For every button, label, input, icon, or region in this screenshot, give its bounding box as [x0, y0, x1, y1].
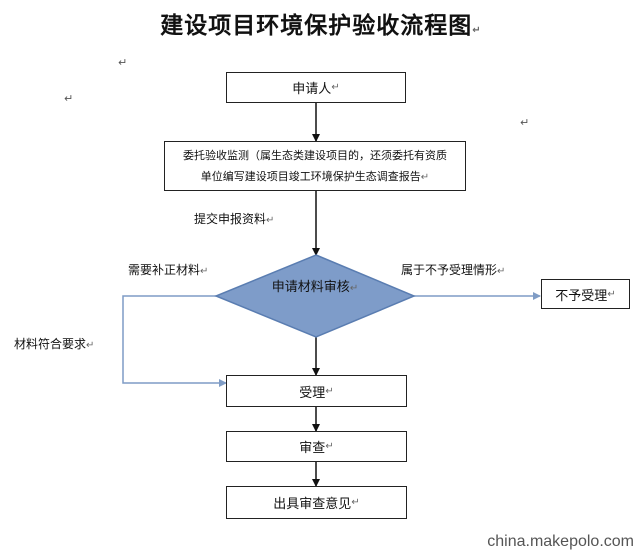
examine-box: 审查↵ [226, 431, 407, 462]
paragraph-mark: ↵ [331, 82, 340, 93]
commission-box: 委托验收监测（属生态类建设项目的，还须委托有资质 单位编写建设项目竣工环境保护生… [164, 141, 466, 191]
commission-line-2: 单位编写建设项目竣工环境保护生态调查报告 [200, 169, 421, 183]
not-accepted-box: 不予受理↵ [541, 279, 630, 309]
review-diamond-label: 申请材料审核↵ [216, 276, 414, 295]
paragraph-mark: ↵ [64, 92, 74, 105]
not-accepted-case-label: 属于不予受理情形↵ [401, 261, 505, 278]
arrow-supplement-loop [122, 295, 227, 387]
paragraph-mark: ↵ [351, 497, 360, 508]
submit-materials-text: 提交申报资料 [194, 212, 267, 226]
page-title: 建设项目环境保护验收流程图↵ [0, 6, 642, 40]
paragraph-mark: ↵ [607, 288, 616, 300]
applicant-box: 申请人↵ [226, 72, 406, 103]
accept-text: 受理 [299, 385, 326, 401]
examine-text: 审查 [299, 441, 326, 456]
applicant-label: 申请人 [292, 82, 332, 97]
review-diamond [214, 254, 416, 338]
paragraph-mark: ↵ [520, 116, 530, 129]
commission-line-1: 委托验收监测（属生态类建设项目的，还须委托有资质 [183, 148, 447, 162]
paragraph-mark: ↵ [420, 171, 430, 183]
paragraph-mark: ↵ [118, 56, 128, 69]
issue-opinion-box: 出具审查意见↵ [226, 486, 407, 519]
meets-requirements-text: 材料符合要求 [14, 337, 87, 351]
paragraph-mark: ↵ [266, 215, 275, 226]
paragraph-mark: ↵ [325, 385, 334, 397]
not-accepted-text: 不予受理 [555, 288, 608, 304]
title-text: 建设项目环境保护验收流程图 [160, 13, 473, 39]
submit-materials-label: 提交申报资料↵ [194, 210, 274, 227]
need-supplement-text: 需要补正材料 [128, 263, 201, 277]
paragraph-mark: ↵ [325, 441, 334, 452]
need-supplement-label: 需要补正材料↵ [128, 261, 208, 278]
accept-box: 受理↵ [226, 375, 407, 407]
review-text: 申请材料审核 [271, 280, 350, 295]
not-accepted-case-text: 属于不予受理情形 [401, 263, 498, 277]
paragraph-mark: ↵ [349, 283, 359, 294]
paragraph-mark: ↵ [497, 266, 506, 277]
meets-requirements-label: 材料符合要求↵ [14, 335, 94, 352]
paragraph-mark: ↵ [472, 25, 482, 36]
paragraph-mark: ↵ [86, 340, 95, 351]
issue-opinion-text: 出具审查意见 [273, 497, 352, 512]
paragraph-mark: ↵ [200, 266, 209, 277]
watermark: china.makepolo.com [487, 533, 634, 550]
